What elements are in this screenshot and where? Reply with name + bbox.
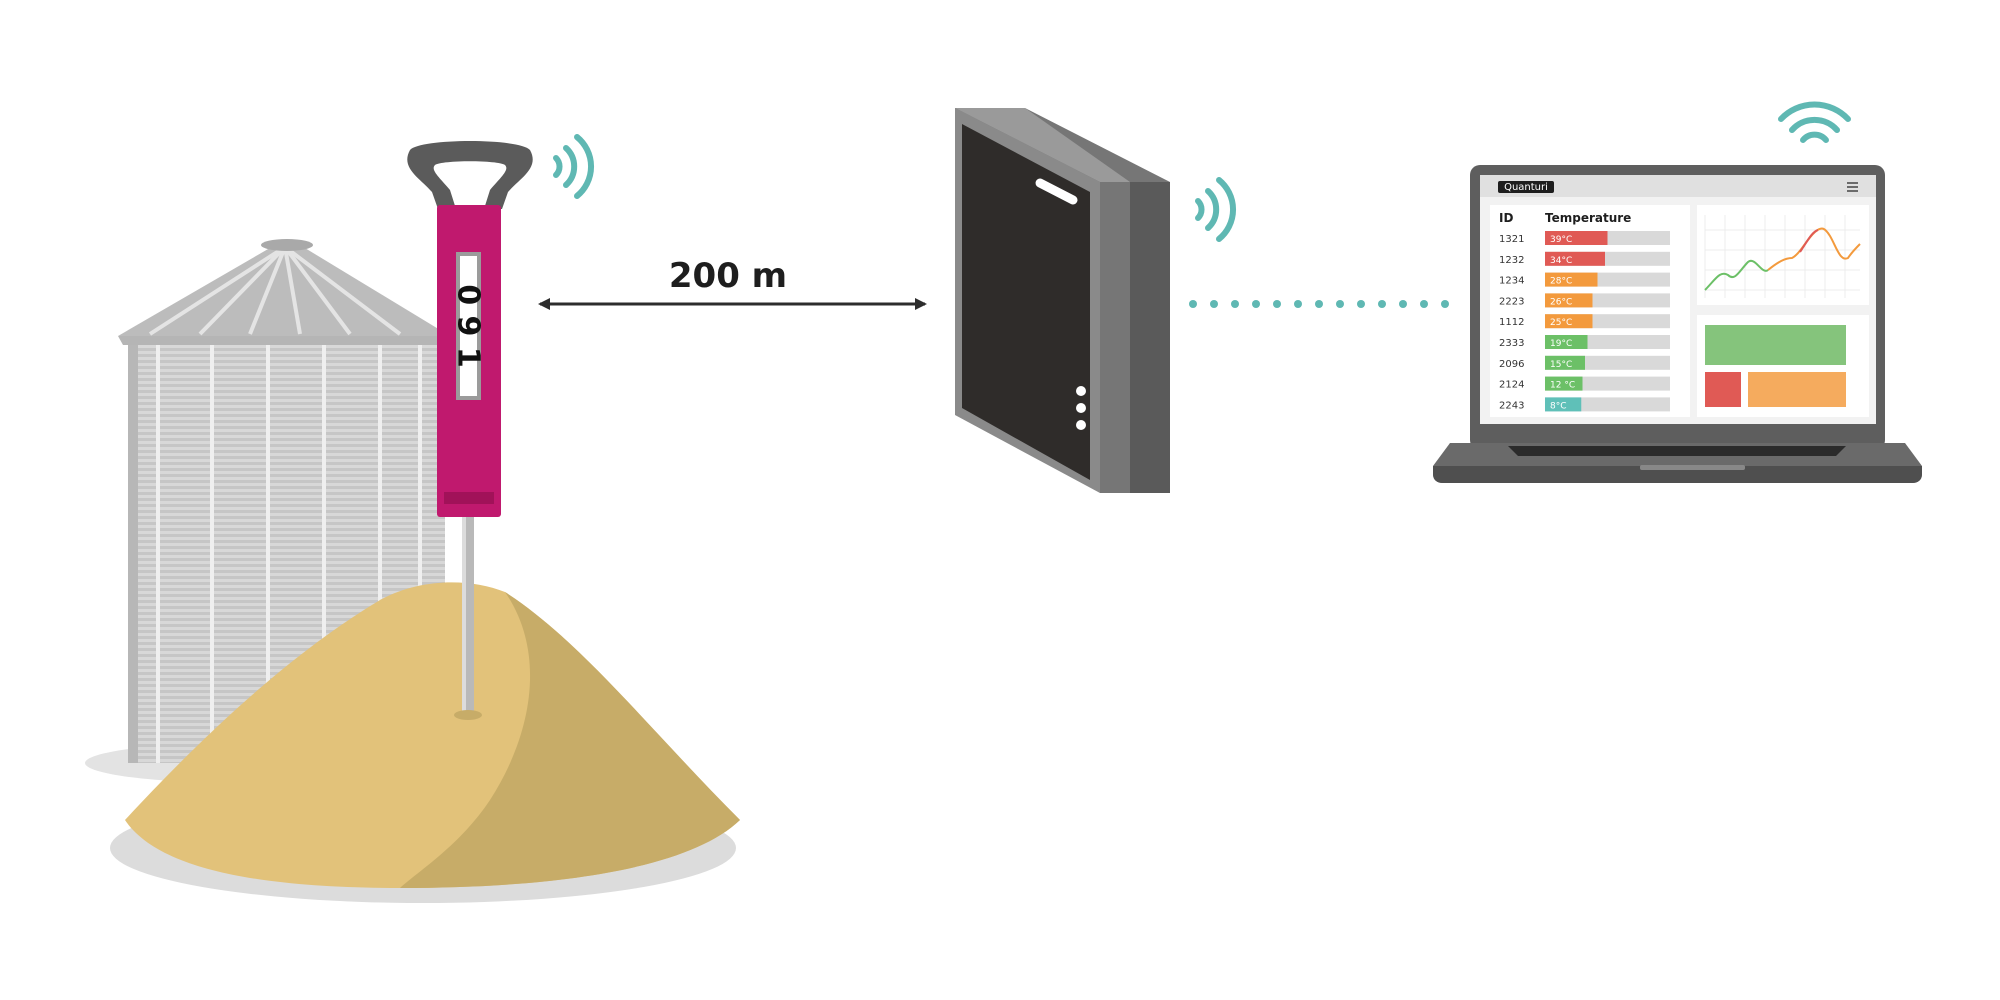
laptop: Quanturi ID Temperature 1321 39°C 1232 34°C… [1433, 165, 1922, 483]
summary-block-red [1705, 372, 1741, 407]
temperature-bar-fill [1545, 376, 1583, 391]
row-temperature: 26°C [1550, 297, 1572, 307]
temperature-probe: 0 9 1 [407, 141, 533, 720]
row-temperature: 34°C [1550, 256, 1572, 266]
probe-serial: 0 9 1 [451, 284, 486, 368]
distance-indicator: 200 m [538, 256, 927, 310]
wifi-signal-icon [1195, 177, 1237, 242]
column-header-temperature: Temperature [1545, 211, 1631, 225]
temperature-bar-fill [1545, 231, 1608, 245]
row-id: 1232 [1499, 255, 1524, 266]
row-id: 1234 [1499, 276, 1524, 287]
row-temperature: 19°C [1550, 339, 1572, 349]
dotted-connection [1189, 300, 1449, 308]
column-header-id: ID [1499, 211, 1513, 225]
row-id: 2124 [1499, 380, 1524, 391]
temperature-bar-fill [1545, 293, 1593, 308]
temperature-bar-fill [1545, 251, 1605, 266]
row-temperature: 39°C [1550, 235, 1572, 245]
temperature-bar-fill [1545, 272, 1598, 287]
wifi-signal-icon [553, 134, 595, 199]
row-id: 2223 [1499, 296, 1524, 307]
temperature-bar-fill [1545, 397, 1582, 412]
probe-handle [407, 141, 533, 209]
row-id: 2333 [1499, 338, 1524, 349]
row-temperature: 12 °C [1550, 381, 1575, 391]
row-id: 1321 [1499, 234, 1524, 245]
row-id: 1112 [1499, 317, 1524, 328]
gateway-device [955, 108, 1170, 493]
trend-line-green [1704, 259, 1769, 291]
row-id: 2096 [1499, 359, 1524, 370]
row-id: 2243 [1499, 400, 1524, 411]
app-header [1480, 175, 1876, 197]
grain-pile [110, 582, 740, 903]
summary-block-green [1705, 325, 1846, 365]
hamburger-menu-icon[interactable] [1847, 182, 1858, 192]
wifi-signal-icon [1778, 101, 1851, 143]
temperature-bar-fill [1545, 314, 1593, 329]
distance-label: 200 m [669, 256, 787, 296]
trend-line-orange [1767, 227, 1861, 271]
table-rows: 1321 39°C 1232 34°C 1234 28°C 2223 26°C 1112 25°C… [1499, 231, 1670, 412]
row-temperature: 15°C [1550, 360, 1572, 370]
row-temperature: 25°C [1550, 318, 1572, 328]
temperature-bar-fill [1545, 355, 1585, 370]
row-temperature: 8°C [1550, 401, 1567, 411]
row-temperature: 28°C [1550, 277, 1572, 287]
temperature-bar-fill [1545, 335, 1588, 349]
summary-block-orange [1748, 372, 1846, 407]
app-logo: Quanturi [1504, 182, 1548, 193]
